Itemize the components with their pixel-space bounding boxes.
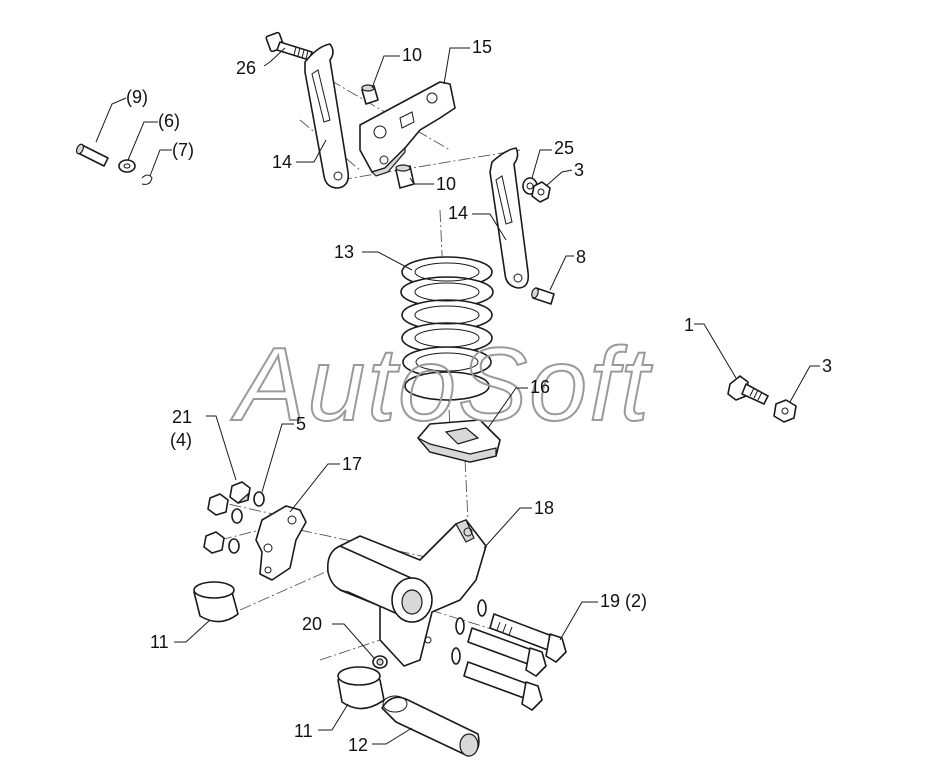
label-19: 19 (2) [600, 591, 647, 611]
label-14-right: 14 [448, 203, 468, 223]
bushing-11-lower [337, 666, 385, 710]
label-6: (6) [158, 111, 180, 131]
pin-9 [75, 143, 109, 167]
bushing-11-left [193, 581, 239, 623]
label-18: 18 [534, 498, 554, 518]
label-10-lower: 10 [436, 174, 456, 194]
label-4: (4) [170, 430, 192, 450]
label-14-left: 14 [272, 152, 292, 172]
main-bracket-18 [326, 519, 487, 667]
label-17: 17 [342, 454, 362, 474]
label-5: 5 [296, 414, 306, 434]
label-16: 16 [530, 377, 550, 397]
label-25: 25 [554, 138, 574, 158]
watermark: AutoSoft [230, 327, 653, 443]
bolt-26 [265, 31, 313, 61]
link-14-left [304, 43, 350, 189]
pin-12 [381, 695, 480, 757]
part-labels: 26 10 15 (9) (6) (7) 14 10 25 3 14 13 8 … [126, 37, 832, 755]
label-11-left: 11 [150, 632, 169, 652]
bushing-10-upper [361, 84, 379, 105]
label-7: (7) [172, 140, 194, 160]
bolts-19 [463, 613, 567, 711]
bushing-10-lower [395, 164, 415, 189]
bracket-plate-15 [359, 81, 456, 177]
label-8: 8 [576, 247, 586, 267]
label-9: (9) [126, 87, 148, 107]
label-1: 1 [684, 315, 694, 335]
washer-6 [118, 159, 136, 173]
leader-lines [95, 47, 820, 745]
clamp-plate-17 [255, 505, 307, 581]
label-11-lower: 11 [294, 721, 313, 741]
label-13: 13 [334, 242, 354, 262]
nuts-21 [203, 481, 251, 554]
label-20: 20 [302, 614, 322, 634]
label-15: 15 [472, 37, 492, 57]
nut-3-upper [531, 181, 551, 203]
washers-5 [228, 491, 265, 554]
label-21: 21 [172, 407, 192, 427]
clip-7 [141, 174, 153, 185]
label-26: 26 [236, 58, 256, 78]
bolt-1 [727, 375, 769, 405]
label-12: 12 [348, 735, 368, 755]
nut-3-right [773, 399, 797, 423]
label-10-upper: 10 [402, 45, 422, 65]
link-14-right [489, 147, 530, 289]
label-3-right: 3 [822, 356, 832, 376]
washer-20 [372, 655, 388, 669]
pin-8 [531, 287, 555, 305]
washers-19 [451, 599, 487, 665]
spring-seat-16 [417, 419, 501, 463]
spring-13 [400, 256, 494, 401]
label-3-upper: 3 [574, 160, 584, 180]
